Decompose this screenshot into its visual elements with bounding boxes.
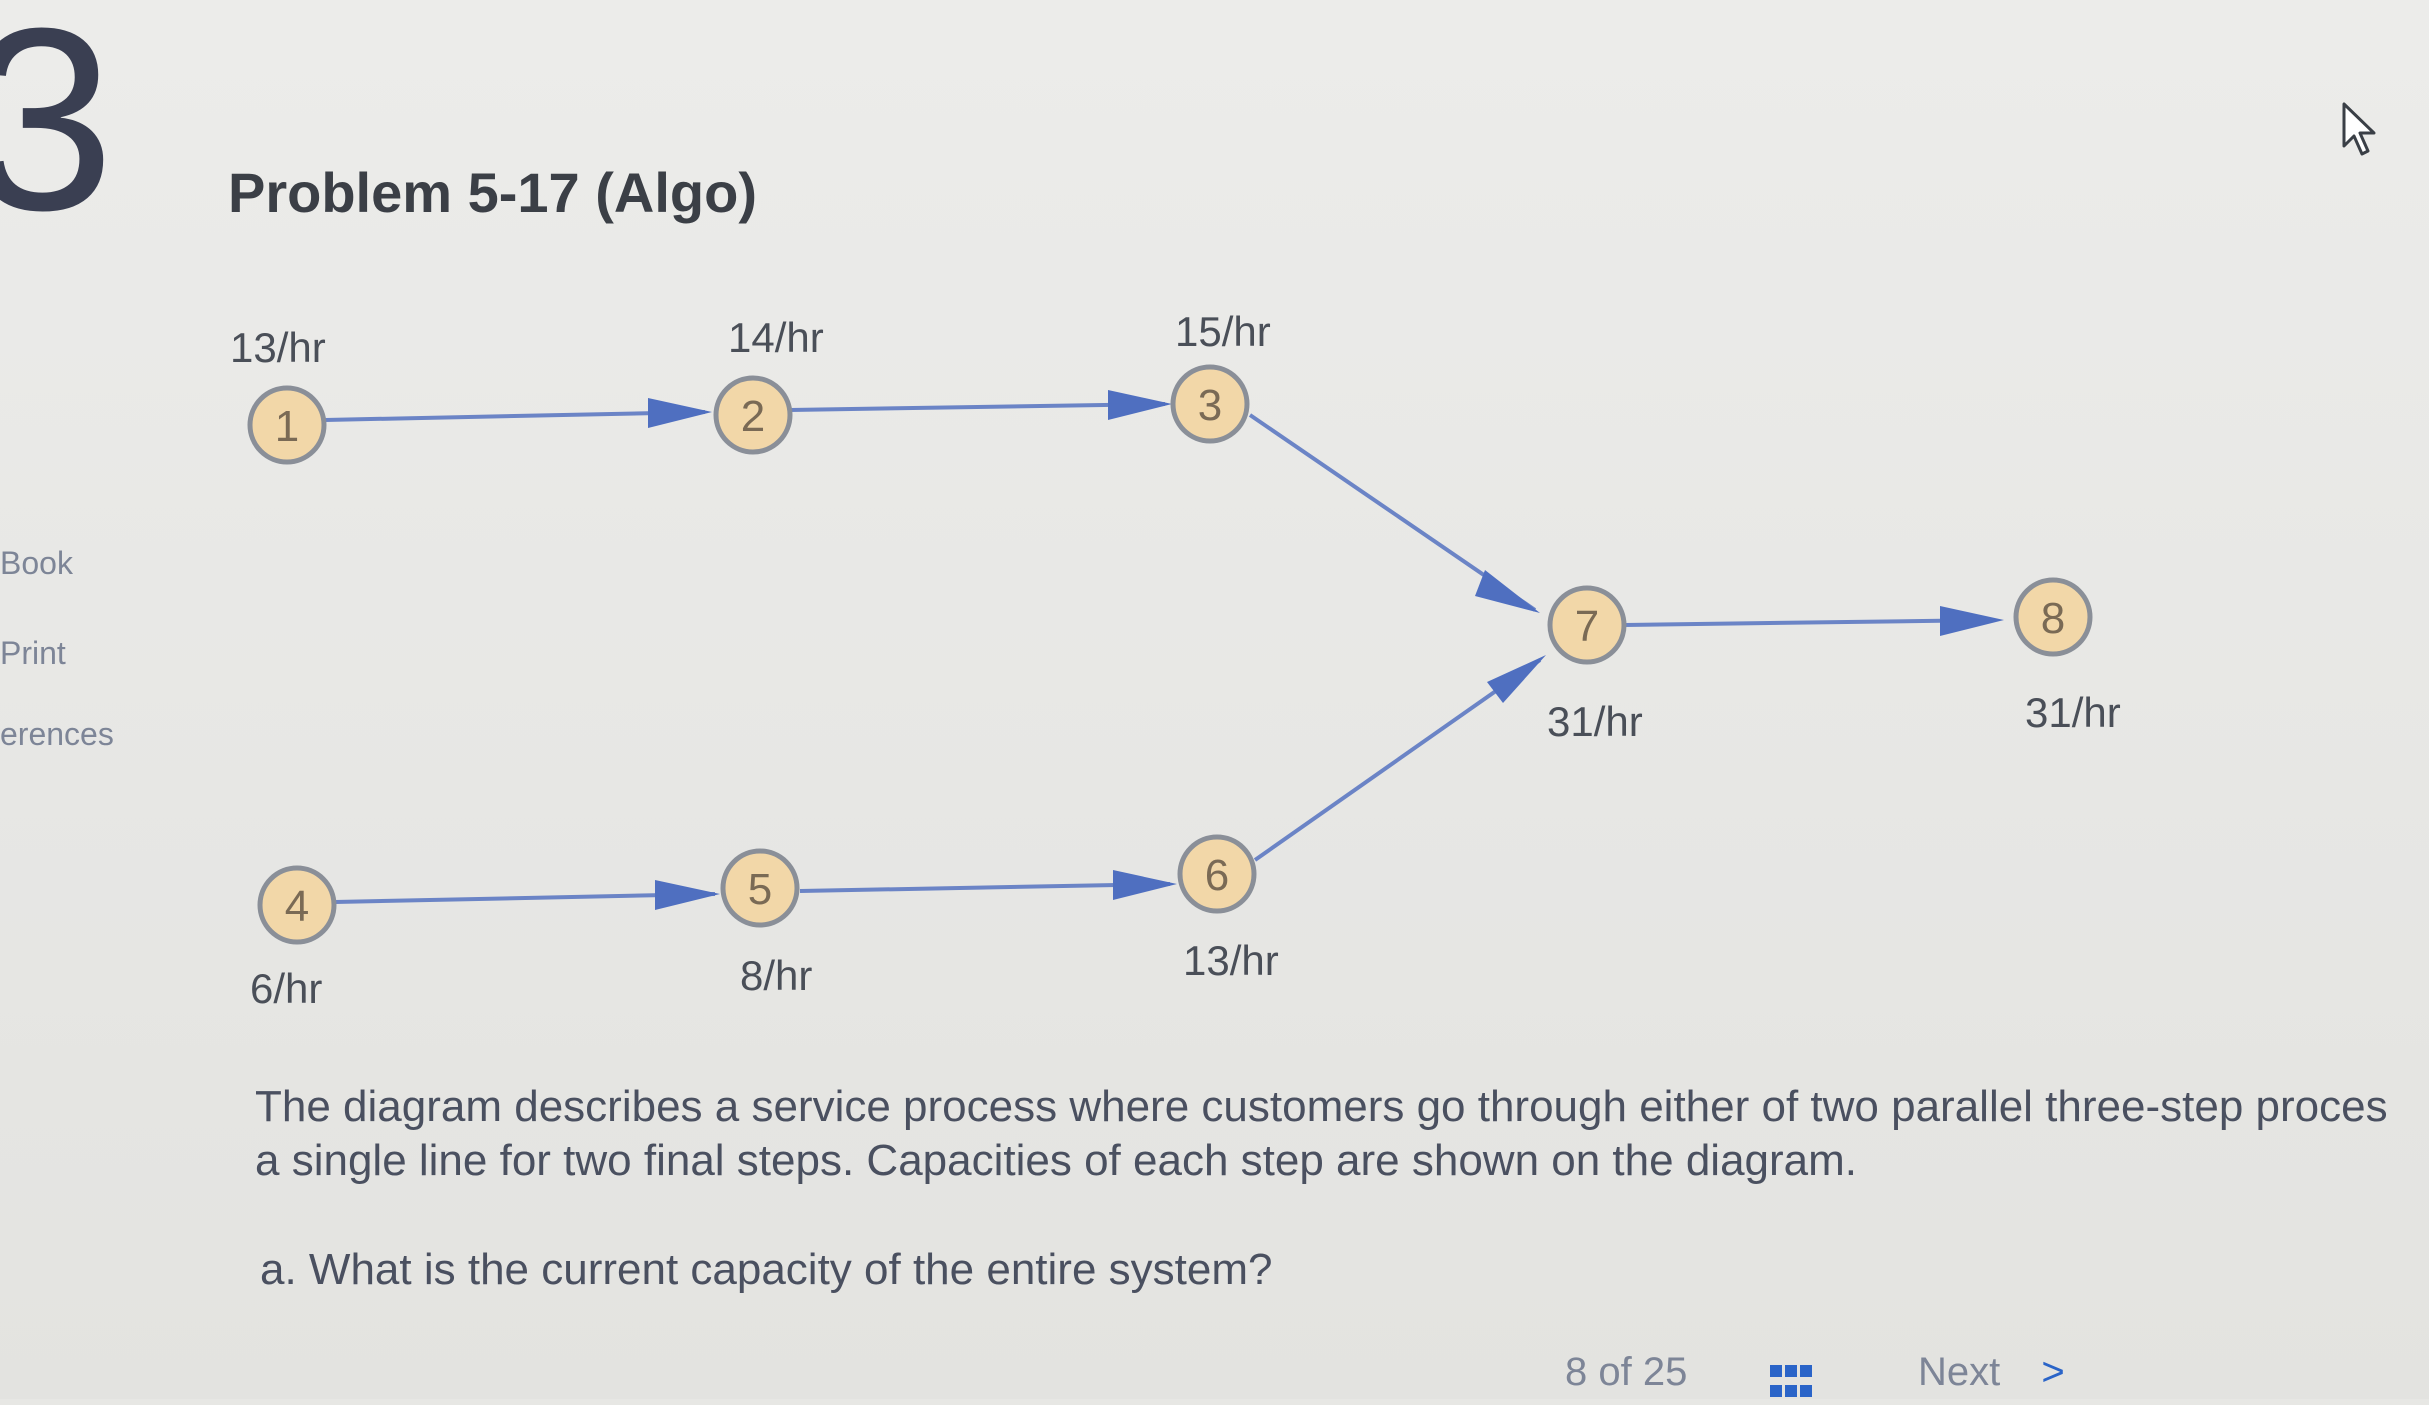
node-5-label: 5 <box>748 865 772 914</box>
rate-node-1: 13/hr <box>230 324 326 371</box>
edge-4-5 <box>334 892 716 904</box>
arrowhead-3-7 <box>1475 570 1540 613</box>
sidebar-item-print[interactable]: Print <box>0 635 66 671</box>
node-3: 3 <box>1170 364 1250 444</box>
node-3-label: 3 <box>1198 381 1222 430</box>
description-line-1: The diagram describes a service process … <box>255 1082 2388 1131</box>
node-1-label: 1 <box>275 402 299 451</box>
edge-6-7 <box>1253 658 1542 862</box>
arrowhead-5-6 <box>1113 870 1177 900</box>
question-a: a. What is the current capacity of the e… <box>260 1245 1273 1294</box>
edge-7-8 <box>1624 618 1996 627</box>
node-2-label: 2 <box>741 392 765 441</box>
node-8: 8 <box>2013 577 2093 657</box>
rate-node-8: 31/hr <box>2025 689 2121 736</box>
next-button[interactable]: Next > <box>1918 1350 2065 1395</box>
node-6: 6 <box>1177 834 1257 914</box>
mouse-cursor-icon <box>2340 100 2384 165</box>
rate-node-7: 31/hr <box>1547 698 1643 745</box>
problem-description: The diagram describes a service process … <box>255 1080 2425 1188</box>
rate-node-3: 15/hr <box>1175 308 1271 355</box>
arrowhead-4-5 <box>655 880 720 910</box>
grid-icon[interactable] <box>1770 1365 1818 1399</box>
problem-title: Problem 5-17 (Algo) <box>228 161 757 224</box>
rate-node-6: 13/hr <box>1183 937 1279 984</box>
node-2: 2 <box>713 375 793 455</box>
sidebar-item-references[interactable]: erences <box>0 716 114 752</box>
chevron-right-icon: > <box>2041 1350 2065 1394</box>
node-5: 5 <box>720 848 800 928</box>
node-4: 4 <box>257 865 337 945</box>
node-7-label: 7 <box>1575 602 1599 651</box>
node-6-label: 6 <box>1205 851 1229 900</box>
edge-2-3 <box>789 402 1166 412</box>
node-1: 1 <box>247 385 327 465</box>
description-line-2: a single line for two final steps. Capac… <box>255 1136 1858 1185</box>
node-8-label: 8 <box>2041 594 2065 643</box>
edge-1-2 <box>324 410 706 422</box>
rate-node-4: 6/hr <box>250 965 322 1012</box>
next-label: Next <box>1918 1350 2001 1394</box>
node-7: 7 <box>1547 585 1627 665</box>
sidebar-item-book[interactable]: Book <box>0 545 73 581</box>
page-indicator: 8 of 25 <box>1565 1350 1688 1394</box>
arrowhead-6-7 <box>1487 655 1546 703</box>
arrowhead-1-2 <box>648 398 712 428</box>
arrowhead-7-8 <box>1940 606 2004 636</box>
arrowhead-2-3 <box>1108 390 1172 420</box>
rate-node-2: 14/hr <box>728 314 824 361</box>
rate-node-5: 8/hr <box>740 952 812 999</box>
node-4-label: 4 <box>285 882 309 931</box>
chapter-digit: 3 <box>0 0 115 265</box>
edge-5-6 <box>799 882 1171 893</box>
